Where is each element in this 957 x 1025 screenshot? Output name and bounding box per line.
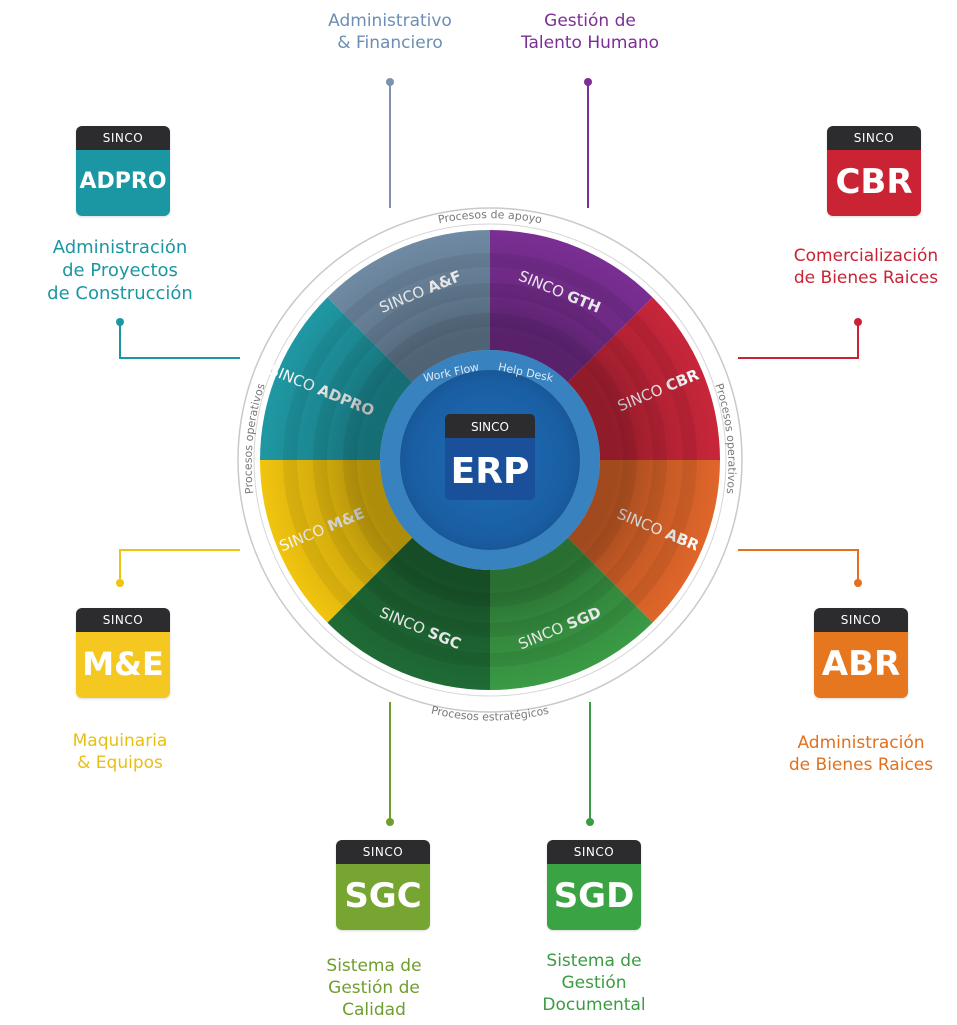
badge-sgd-code: SGD: [547, 864, 641, 930]
label-abr-line-2: de Bienes Raices: [788, 755, 934, 775]
erp-tile-brand: SINCO: [471, 420, 509, 434]
badge-me: SINCO M&E: [76, 608, 170, 698]
badge-sgd-brand: SINCO: [547, 840, 641, 864]
connector-abr-dot: [854, 579, 862, 587]
connector-sgd-dot: [586, 818, 594, 826]
connector-abr: [738, 549, 859, 583]
label-cbr-line-1: Comercialización: [793, 246, 939, 266]
erp-tile: SINCO ERP: [445, 414, 535, 500]
connector-adpro-dot: [116, 318, 124, 326]
label-adpro-line-3: de Construcción: [47, 283, 193, 304]
badge-cbr-brand: SINCO: [827, 126, 921, 150]
badge-me-code: M&E: [76, 632, 170, 698]
badge-sgd: SINCO SGD: [547, 840, 641, 930]
label-me-line-2: & Equipos: [77, 753, 163, 773]
label-af: Administrativo & Financiero: [290, 10, 490, 54]
label-me-line-1: Maquinaria: [72, 731, 168, 751]
label-sgd-line-1: Sistema de: [546, 951, 642, 971]
label-gth-line-2: Talento Humano: [520, 33, 660, 53]
connector-me-dot: [116, 579, 124, 587]
badge-adpro-code: ADPRO: [76, 150, 170, 216]
connector-sgc-dot: [386, 818, 394, 826]
connector-cbr-dot: [854, 318, 862, 326]
connector-gth-dot: [584, 78, 592, 86]
label-adpro-line-2: de Proyectos: [62, 260, 178, 281]
label-sgc-line-1: Sistema de: [326, 956, 422, 976]
badge-adpro-brand: SINCO: [76, 126, 170, 150]
connector-me: [119, 549, 240, 583]
connector-cbr: [738, 322, 859, 359]
badge-cbr: SINCO CBR: [827, 126, 921, 216]
label-cbr-line-2: de Bienes Raices: [793, 268, 939, 288]
label-sgc-line-2: Gestión de: [328, 978, 420, 998]
label-af-line-1: Administrativo: [328, 11, 452, 31]
badge-abr-brand: SINCO: [814, 608, 908, 632]
label-sgd-line-2: Gestión: [561, 973, 627, 993]
arc-label-top: Procesos de apoyo: [437, 208, 543, 226]
label-abr-line-1: Administración: [797, 733, 925, 753]
arc-label-bottom: Procesos estratégicos: [430, 704, 550, 724]
label-af-line-2: & Financiero: [337, 33, 443, 53]
badge-cbr-code: CBR: [827, 150, 921, 216]
badge-sgc: SINCO SGC: [336, 840, 430, 930]
badge-me-brand: SINCO: [76, 608, 170, 632]
badge-abr-code: ABR: [814, 632, 908, 698]
label-abr: Administración de Bienes Raices: [761, 732, 957, 776]
label-gth-line-1: Gestión de: [544, 11, 636, 31]
label-me: Maquinaria & Equipos: [20, 730, 220, 774]
badge-abr: SINCO ABR: [814, 608, 908, 698]
label-sgd-line-3: Documental: [542, 995, 646, 1015]
badge-sgc-code: SGC: [336, 864, 430, 930]
badge-adpro: SINCO ADPRO: [76, 126, 170, 216]
connector-adpro: [119, 322, 240, 359]
label-adpro-line-1: Administración: [52, 237, 188, 258]
badge-sgc-brand: SINCO: [336, 840, 430, 864]
label-gth: Gestión de Talento Humano: [490, 10, 690, 54]
label-sgd: Sistema de Gestión Documental: [494, 950, 694, 1016]
erp-tile-code: ERP: [451, 451, 530, 492]
label-sgc: Sistema de Gestión de Calidad: [274, 955, 474, 1021]
connector-af-dot: [386, 78, 394, 86]
label-sgc-line-3: Calidad: [342, 1000, 406, 1020]
label-cbr: Comercialización de Bienes Raices: [766, 245, 957, 289]
connector-lines: [116, 78, 862, 826]
label-adpro: Administración de Proyectos de Construcc…: [20, 236, 220, 305]
